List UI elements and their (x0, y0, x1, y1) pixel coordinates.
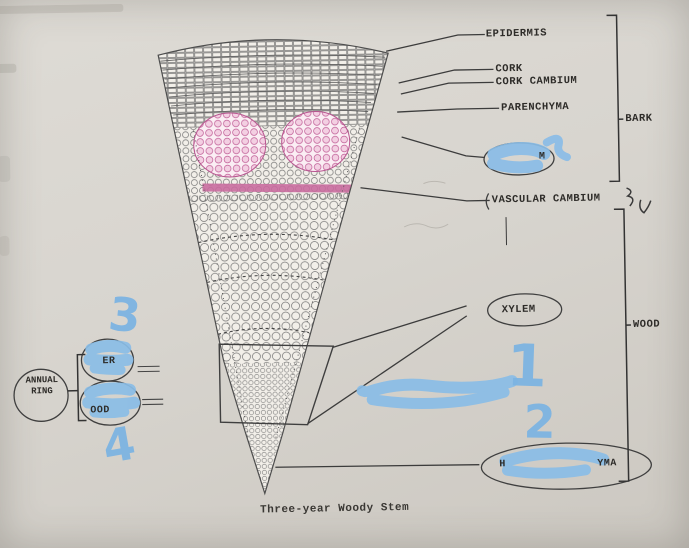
vascular-cambium-label: VASCULAR CAMBIUM (491, 192, 601, 207)
leader-epidermis (385, 33, 485, 52)
vascular-cambium-stain (202, 183, 363, 193)
pith-band (157, 360, 396, 496)
cork-cambium-label: CORK CAMBIUM (495, 74, 578, 89)
annual-ring-arcs (198, 233, 336, 335)
phloem-fragment: M (538, 151, 546, 163)
epidermis-cork-band (157, 37, 396, 129)
left-leader-dashes (137, 365, 164, 406)
leader-parenchyma (397, 107, 500, 113)
annotation-box (218, 343, 335, 426)
leader-cork (398, 68, 494, 84)
xylem-oval (487, 293, 563, 327)
annual-ring-line2: RING (31, 386, 53, 397)
xylem-label: XYLEM (501, 303, 536, 317)
faint-pencil-marks (403, 180, 449, 229)
summer-wood-fragment: OOD (90, 405, 110, 417)
xylem-band (157, 191, 396, 366)
wood-label: WOOD (632, 318, 661, 331)
leader-xylem-upper (333, 305, 467, 348)
leader-lines (275, 33, 500, 468)
leader-phloem (401, 136, 486, 159)
annual-ring-label: ANNUAL RING (17, 375, 67, 398)
cork-label: CORK (495, 62, 523, 76)
brackets (67, 14, 631, 482)
leader-cork-cambium (400, 81, 494, 95)
vascular-cambium-paren (485, 193, 490, 210)
marker-scribble-pith (499, 447, 610, 479)
scan-edge-artifacts (0, 3, 124, 256)
handwritten-digit-1: 1 (505, 331, 549, 401)
epidermis-layer-lines (160, 54, 386, 116)
spring-wood-fragment: ER (102, 356, 116, 368)
parenchyma-label: PARENCHYMA (501, 101, 570, 115)
annual-ring-line1: ANNUAL (25, 375, 59, 386)
phloem-stain-clusters (193, 110, 351, 178)
marker-scribble-middle (356, 375, 518, 410)
marker-scribble-spring-wood (83, 339, 134, 375)
annual-ring-oval (13, 368, 69, 422)
handwritten-digit-3: 3 (105, 286, 144, 344)
stem-wedge (157, 37, 396, 496)
pith-fragment-right: YMA (597, 458, 617, 470)
marker-scribbles (82, 134, 610, 479)
pen-squiggles (505, 187, 652, 246)
annual-ring-bracket (76, 353, 87, 422)
leader-pith (275, 464, 480, 468)
wedge-outline (157, 39, 389, 496)
marker-squiggle-5 (542, 134, 571, 162)
bark-bracket (606, 14, 621, 183)
leader-xylem-lower (307, 315, 468, 425)
marker-scribble-summer-wood (82, 382, 141, 419)
pith-fragment-left: H (499, 459, 506, 471)
handwritten-digit-2: 2 (523, 394, 557, 449)
bark-label: BARK (625, 112, 653, 126)
radial-dotted-lines (192, 127, 360, 442)
epidermis-label: EPIDERMIS (485, 27, 548, 41)
wood-bracket (613, 208, 630, 482)
pith-oval (480, 442, 653, 490)
leader-vascular-cambium (360, 187, 490, 202)
marker-scribble-phloem (487, 134, 571, 174)
